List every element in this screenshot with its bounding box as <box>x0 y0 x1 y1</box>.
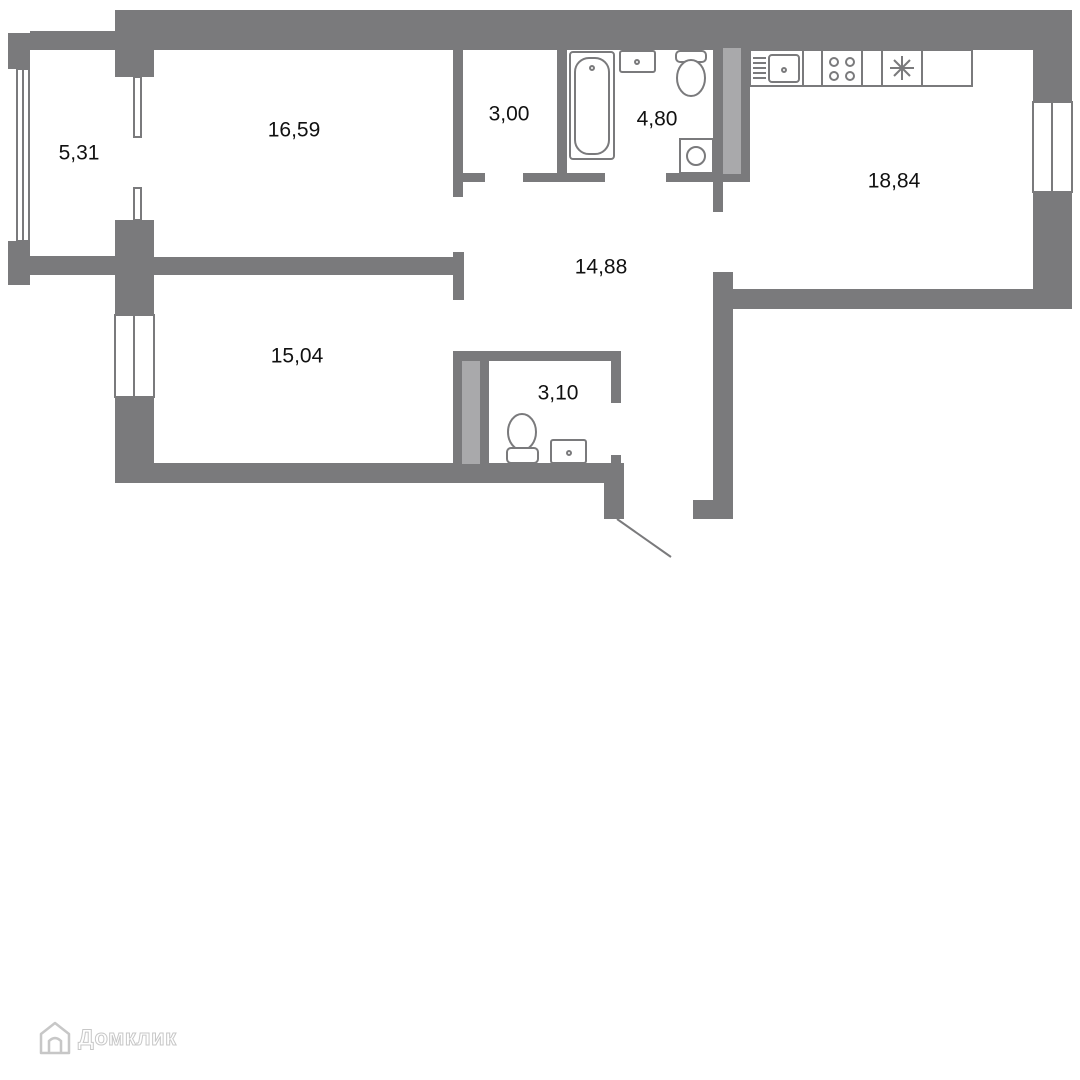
right-wall-upper <box>1033 10 1072 102</box>
area-label-bedroom-2: 15,04 <box>271 345 324 368</box>
toilet-top-wall <box>453 351 621 361</box>
bath-sink-drain <box>634 59 640 65</box>
area-label-toilet: 3,10 <box>538 382 579 405</box>
bottom-wall <box>115 463 624 483</box>
area-label-storage: 3,00 <box>489 103 530 126</box>
ventilation-shaft-top <box>723 48 741 174</box>
bath-bottom-right <box>666 173 750 182</box>
walls <box>8 10 1072 519</box>
toilet-fixtures <box>506 413 587 464</box>
left-pier-top <box>115 10 154 77</box>
kitchen-bottom-wall <box>733 289 1072 309</box>
stove-icon <box>829 57 855 81</box>
balcony-door-lower <box>133 187 142 221</box>
toilet-right-stub <box>611 351 621 403</box>
entry-right-wall <box>713 272 733 519</box>
area-label-hallway: 14,88 <box>575 256 628 279</box>
room-labels: 5,31 16,59 3,00 4,80 18,84 14,88 15,04 3… <box>59 103 921 405</box>
area-label-balcony: 5,31 <box>59 142 100 165</box>
left-pier-mid <box>115 220 154 315</box>
bath-sink-icon <box>619 50 656 73</box>
kitchen-left-stub <box>713 180 723 212</box>
kitchen-fixtures <box>749 49 973 87</box>
entry-door-jamb <box>604 463 624 519</box>
balcony-post-top <box>8 33 30 69</box>
entry-bottom-stub <box>693 500 733 519</box>
bedroom-divider-wall <box>154 257 458 275</box>
domclick-watermark: Домклик <box>38 1018 177 1058</box>
washing-machine-icon <box>679 138 714 174</box>
storage-bottom-left <box>453 173 485 182</box>
kitchen-sink-drain <box>781 67 787 73</box>
washing-machine-drum <box>686 146 706 166</box>
top-wall <box>115 10 1072 50</box>
sink-drainer-icon <box>753 57 766 79</box>
toilet-tank-icon <box>506 447 539 464</box>
balcony-post-bottom <box>8 241 30 285</box>
entrance-door-swing <box>616 518 672 558</box>
toilet-bowl-icon <box>507 413 537 451</box>
bathroom-fixtures <box>569 50 714 174</box>
house-logo-icon <box>39 1021 71 1055</box>
toilet-door-stub <box>611 455 621 469</box>
balcony-bottom-wall <box>30 256 120 275</box>
divider-end <box>453 252 464 300</box>
storage-left-wall <box>453 50 463 197</box>
bath-toilet-bowl-icon <box>676 59 706 97</box>
ventilation-shaft-bottom <box>462 361 480 464</box>
watermark-text: Домклик <box>78 1025 177 1051</box>
bath-left-wall <box>557 50 567 180</box>
windows <box>16 68 1073 398</box>
toilet-sink-drain <box>566 450 572 456</box>
area-label-bathroom: 4,80 <box>637 108 678 131</box>
gas-boiler-icon <box>890 56 914 80</box>
bathtub-inner <box>574 57 610 155</box>
balcony-door-upper <box>133 76 142 138</box>
area-label-kitchen: 18,84 <box>868 170 921 193</box>
bathtub-drain <box>589 65 595 71</box>
balcony-top-wall <box>30 31 120 50</box>
area-label-bedroom-1: 16,59 <box>268 119 321 142</box>
